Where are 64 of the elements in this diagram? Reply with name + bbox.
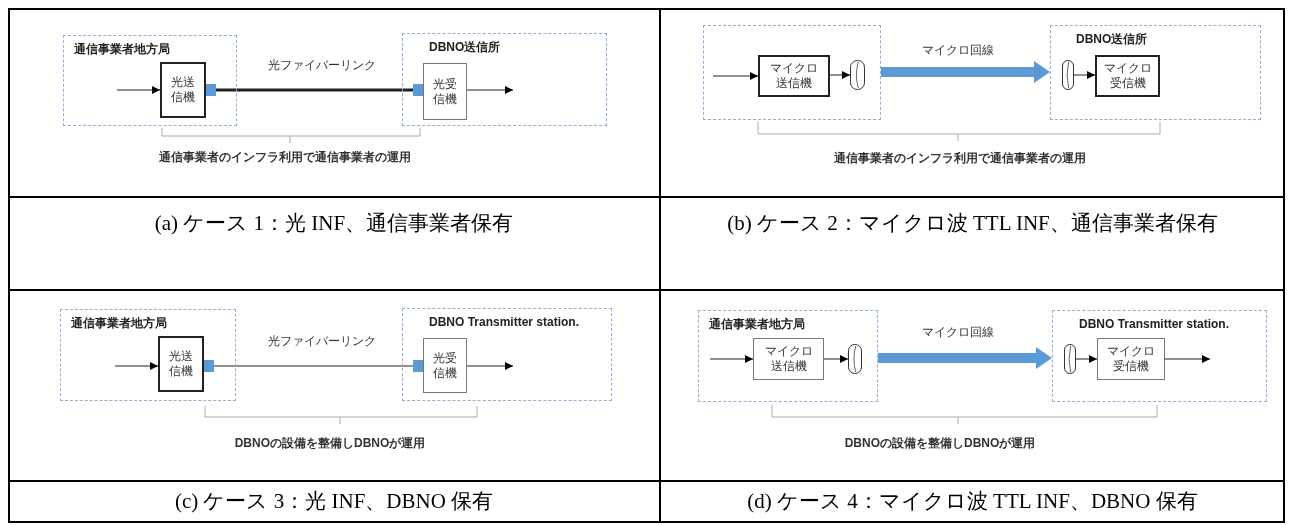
antenna-drawing xyxy=(848,344,862,374)
box-label: マイクロ受信機 xyxy=(1106,344,1156,374)
box-label: 光受信機 xyxy=(432,76,458,107)
caption: (b) ケース 2：マイクロ波 TTL INF、通信事業者保有 xyxy=(727,210,1218,237)
box-label: 光送信機 xyxy=(170,75,196,105)
arrow xyxy=(114,362,159,370)
wide-arrow xyxy=(878,347,1052,369)
box-label: マイクロ送信機 xyxy=(769,61,819,91)
box-label: マイクロ送信機 xyxy=(763,344,814,374)
antenna-drawing xyxy=(1064,344,1076,374)
arrow xyxy=(116,86,161,94)
connector-port xyxy=(413,360,423,372)
arrow xyxy=(712,72,759,80)
station-group-box xyxy=(63,35,237,126)
connector-port xyxy=(413,84,423,96)
group-title: DBNO Transmitter station. xyxy=(429,314,580,331)
caption: (c) ケース 3：光 INF、DBNO 保有 xyxy=(174,488,494,515)
connector-line xyxy=(213,365,414,367)
box-label: 光送信機 xyxy=(168,349,194,379)
arrow xyxy=(466,362,514,370)
wide-arrow xyxy=(881,61,1050,83)
arrow xyxy=(709,355,754,363)
group-title: 通信事業者地方局 xyxy=(71,315,167,332)
receiver-box xyxy=(423,63,467,120)
transmitter-box xyxy=(758,55,830,97)
connector-port xyxy=(206,84,216,96)
edge-label: マイクロ回線 xyxy=(920,323,996,341)
connector-line xyxy=(216,88,413,92)
bracket-note: 通信事業者のインフラ利用で通信事業者の運用 xyxy=(834,150,1086,167)
station-group-box xyxy=(1050,25,1261,120)
connector-port xyxy=(204,360,214,372)
group-title: DBNO送信所 xyxy=(429,39,501,56)
station-group-box xyxy=(402,308,612,401)
arrow xyxy=(466,86,514,94)
receiver-box xyxy=(1097,338,1165,380)
arrow xyxy=(1075,355,1098,363)
caption: (d) ケース 4：マイクロ波 TTL INF、DBNO 保有 xyxy=(747,488,1198,515)
group-title: 通信事業者地方局 xyxy=(709,316,805,333)
station-group-box xyxy=(60,309,236,401)
transmitter-box xyxy=(753,338,824,380)
group-title: DBNO送信所 xyxy=(1076,31,1148,48)
station-group-box xyxy=(703,25,881,120)
bracket-note: DBNOの設備を整備しDBNOが運用 xyxy=(844,435,1036,452)
arrow xyxy=(1073,71,1096,79)
antenna-drawing xyxy=(1062,60,1074,90)
receiver-box xyxy=(423,338,467,393)
station-group-box xyxy=(402,33,607,126)
group-title: DBNO Transmitter station. xyxy=(1079,316,1230,333)
box-label: マイクロ受信機 xyxy=(1102,61,1153,91)
transmitter-box xyxy=(160,62,206,118)
arrow xyxy=(823,355,849,363)
group-title: 通信事業者地方局 xyxy=(74,41,170,58)
bracket-note: DBNOの設備を整備しDBNOが運用 xyxy=(234,435,426,452)
station-group-box xyxy=(1052,310,1267,402)
station-group-box xyxy=(698,310,878,402)
box-label: 光受信機 xyxy=(432,350,458,381)
bracket-note: 通信事業者のインフラ利用で通信事業者の運用 xyxy=(159,149,411,166)
caption: (a) ケース 1：光 INF、通信事業者保有 xyxy=(154,210,514,237)
arrow xyxy=(1164,355,1211,363)
arrow xyxy=(829,71,851,79)
edge-label: マイクロ回線 xyxy=(920,41,996,59)
transmitter-box xyxy=(158,336,204,392)
antenna-drawing xyxy=(850,60,865,90)
receiver-box xyxy=(1095,55,1160,97)
